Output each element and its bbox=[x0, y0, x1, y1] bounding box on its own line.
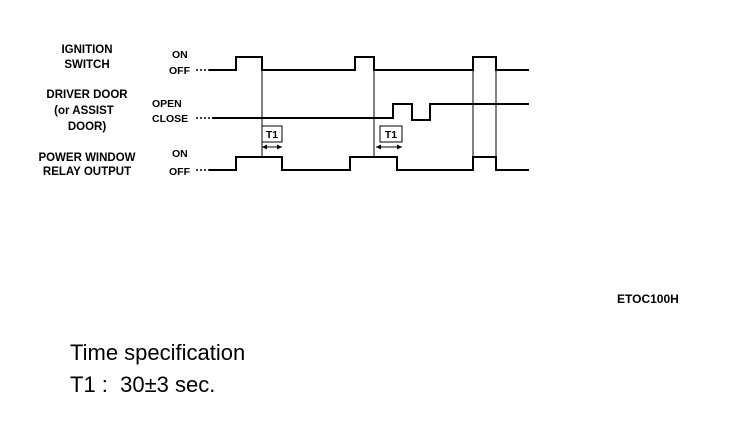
spec-value: T1 : 30±3 sec. bbox=[70, 372, 215, 397]
t1-marker-2 bbox=[376, 125, 403, 150]
door-waveform bbox=[212, 103, 529, 121]
ignition-waveform bbox=[209, 56, 529, 71]
door-label-line3: DOOR) bbox=[68, 121, 107, 133]
door-open-label: OPEN bbox=[152, 98, 182, 110]
ignition-off-label: OFF bbox=[169, 65, 191, 77]
t1-label-2: T1 bbox=[385, 129, 397, 141]
relay-off-label: OFF bbox=[169, 166, 191, 178]
ignition-label-line2: SWITCH bbox=[64, 59, 109, 71]
door-label-line1: DRIVER DOOR bbox=[46, 89, 128, 101]
ignition-on-label: ON bbox=[172, 49, 188, 61]
t1-marker-1 bbox=[261, 125, 283, 150]
relay-label-line2: RELAY OUTPUT bbox=[43, 166, 131, 178]
spec-heading: Time specification bbox=[70, 340, 245, 365]
figure-code: ETOC100H bbox=[617, 292, 679, 306]
relay-label-line1: POWER WINDOW bbox=[38, 152, 135, 164]
door-close-label: CLOSE bbox=[152, 113, 188, 125]
ignition-label-line1: IGNITION bbox=[61, 44, 112, 56]
relay-on-label: ON bbox=[172, 148, 188, 160]
relay-waveform bbox=[209, 156, 529, 171]
door-label-line2: (or ASSIST bbox=[54, 105, 114, 117]
t1-label-1: T1 bbox=[266, 129, 278, 141]
